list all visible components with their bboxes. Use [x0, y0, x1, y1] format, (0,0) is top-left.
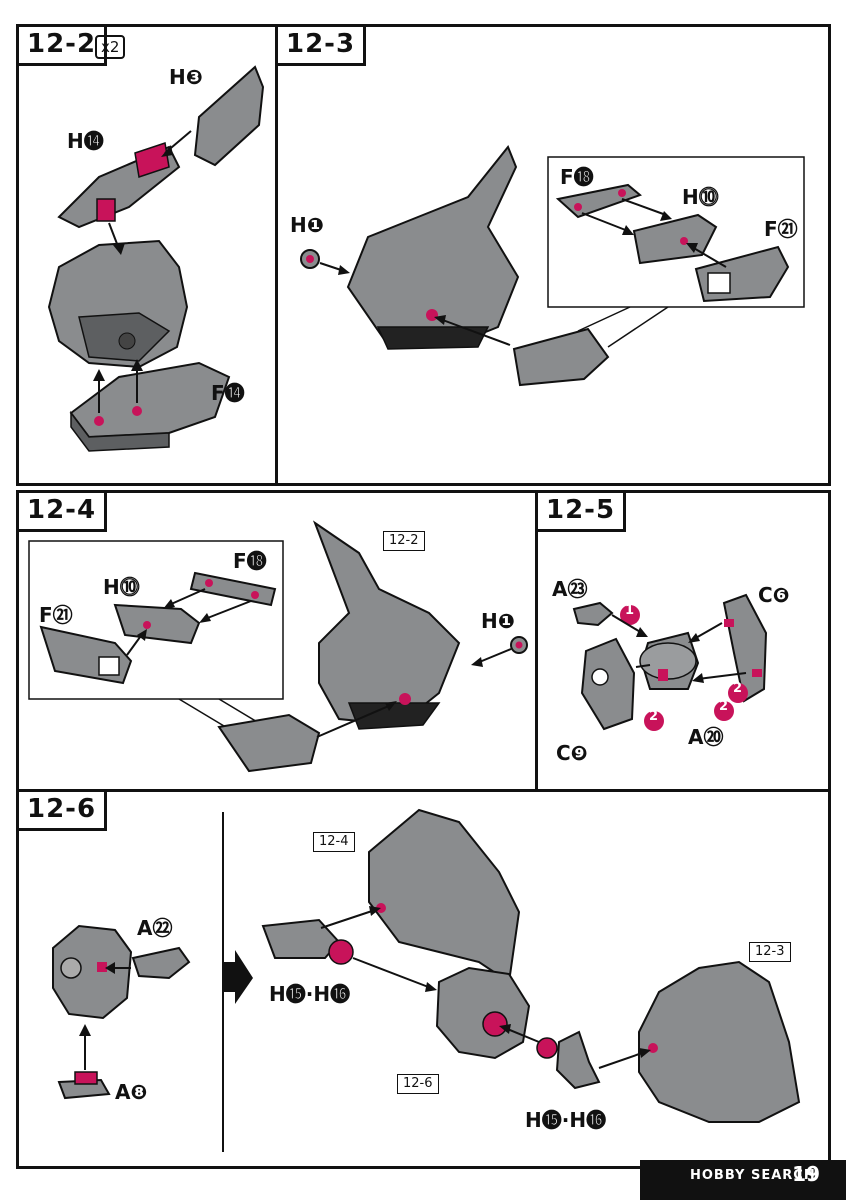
reference-step-label: 12-3: [749, 942, 791, 962]
part-label: F㉑: [764, 217, 798, 241]
part-label: A⑳: [688, 725, 724, 749]
part-label: A㉒: [137, 916, 173, 940]
part-label: F⓮: [211, 381, 245, 405]
assembly-illustration: [47, 65, 265, 452]
order-number: 2: [649, 709, 659, 724]
part-label: C❻: [758, 583, 790, 607]
part-label: H❶: [481, 609, 515, 633]
step-number: 12-6: [19, 792, 108, 831]
part-label: F⓲: [233, 549, 267, 573]
part-label: H⓾: [682, 185, 719, 209]
assembly-illustration: [572, 593, 768, 731]
assembly-illustration: [52, 808, 801, 1152]
reference-step-label: 12-2: [383, 531, 425, 551]
panel-step-12-6: 12-6 12-4 12-6 12-3: [16, 789, 831, 1169]
panel-step-12-3: 12-3 H❶ F⓲ H⓾ F㉑: [275, 24, 831, 486]
page-number: 19: [792, 1162, 820, 1186]
part-label: H❶: [290, 213, 324, 237]
order-number: 2: [733, 681, 743, 696]
step-number: 12-2: [19, 27, 108, 66]
part-label: F㉑: [39, 603, 73, 627]
panel-step-12-5: 12-5 A㉓ C❻ C❾ A⑳ 1 2 2 2: [535, 490, 831, 792]
reference-step-label: 12-4: [313, 832, 355, 852]
part-label: H⓾: [103, 575, 140, 599]
part-label: H❸: [169, 65, 203, 89]
watermark: HOBBY SEARCH: [690, 1168, 816, 1183]
part-label: H⓯·H⓰: [269, 982, 351, 1006]
panel-step-12-2: 12-2 x2 H❸ H⓮ F⓮: [16, 24, 278, 486]
part-label: H⓮: [67, 129, 104, 153]
panel-step-12-4: 12-4 12-2 F⓲ H⓾: [16, 490, 538, 792]
step-number: 12-3: [278, 27, 367, 66]
assembly-illustration: [28, 520, 528, 773]
reference-step-label: 12-6: [397, 1074, 439, 1094]
part-label: H⓯·H⓰: [525, 1108, 607, 1132]
footer-bar: [640, 1160, 846, 1200]
part-label: F⓲: [560, 165, 594, 189]
step-number: 12-5: [538, 493, 627, 532]
order-number: 1: [625, 603, 635, 618]
part-label: A❽: [115, 1080, 148, 1104]
order-number: 2: [719, 699, 729, 714]
assembly-illustration: [300, 145, 805, 387]
part-label: C❾: [556, 741, 588, 765]
part-label: A㉓: [552, 577, 588, 601]
quantity-badge: x2: [95, 35, 126, 59]
step-number: 12-4: [19, 493, 108, 532]
